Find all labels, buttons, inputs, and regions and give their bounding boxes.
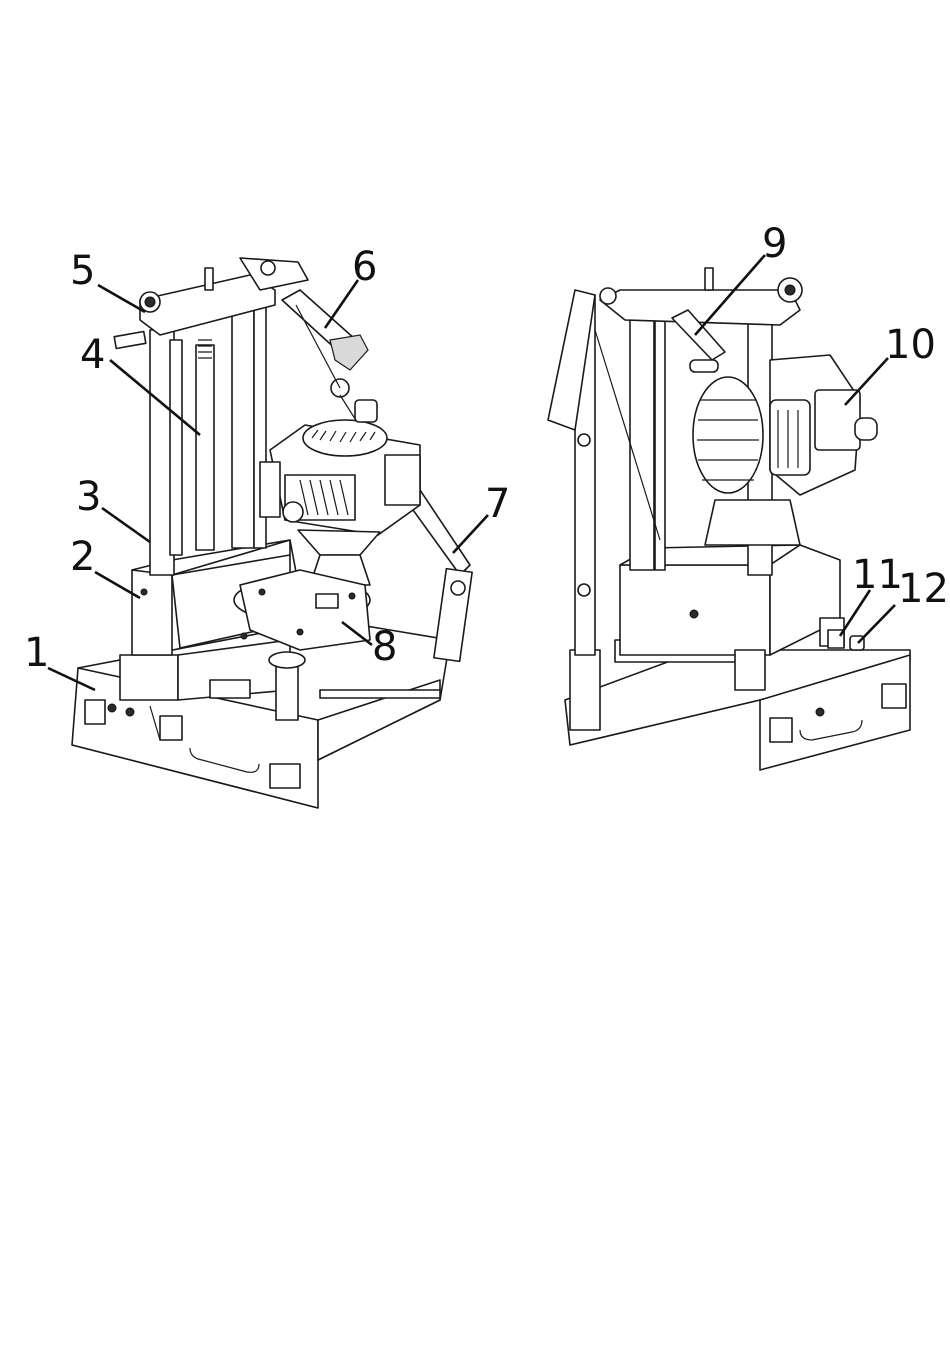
handle-lever [282,290,368,397]
top-crossbar [114,258,308,349]
callout-4: 4 [80,332,105,378]
left-machine-illustration [72,258,472,808]
callout-1: 1 [24,630,49,676]
callout-11: 11 [852,552,903,598]
leader-line-10 [845,358,888,405]
leader-line-7 [453,515,488,553]
callout-12: 12 [898,566,949,612]
lower-block [120,655,178,700]
callout-7: 7 [485,481,510,527]
rear-engine-unit [693,355,877,545]
callout-8: 8 [372,624,397,670]
callout-10: 10 [885,322,936,368]
callout-6: 6 [352,244,377,290]
leader-line-12 [858,605,895,643]
callout-5: 5 [70,248,95,294]
right-machine-illustration [548,268,910,770]
hydraulic-fittings [828,630,864,650]
callout-3: 3 [76,474,101,520]
callout-9: 9 [762,221,787,267]
leader-line-5 [98,285,145,312]
guide-columns [150,300,266,575]
leader-line-3 [102,508,150,542]
callout-2: 2 [70,534,95,580]
